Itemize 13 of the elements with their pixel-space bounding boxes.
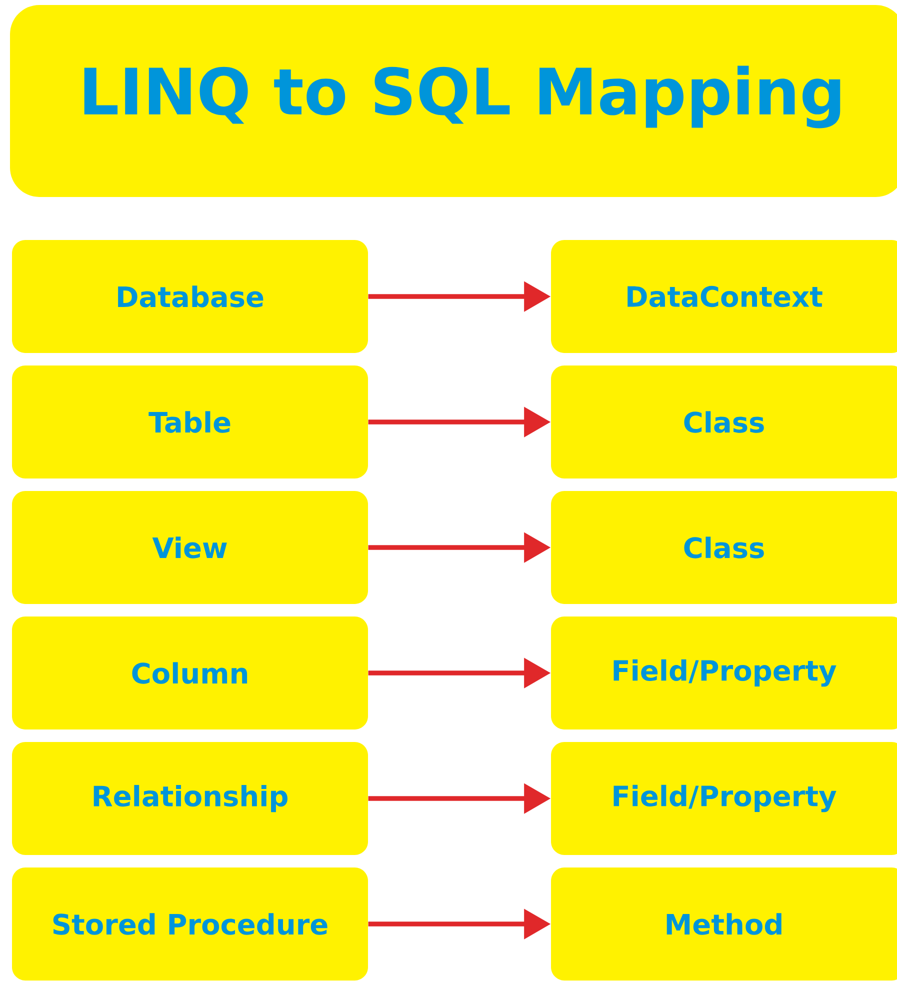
mapping-box: Field/Property [551,616,897,730]
mapping-box: Relationship [12,742,368,855]
mapping-box: Stored Procedure [12,868,368,980]
title: LINQ to SQL Mapping [84,66,840,128]
mapping-box: Class [551,491,897,604]
mapping-box: Database [12,240,368,353]
mapping-box: Class [551,366,897,478]
mapping-box: Method [551,868,897,980]
mapping-box: DataContext [551,240,897,353]
mapping-box: View [12,491,368,604]
mapping-box: Table [12,366,368,478]
mapping-box: Field/Property [551,742,897,855]
mapping-box: Column [12,616,368,730]
